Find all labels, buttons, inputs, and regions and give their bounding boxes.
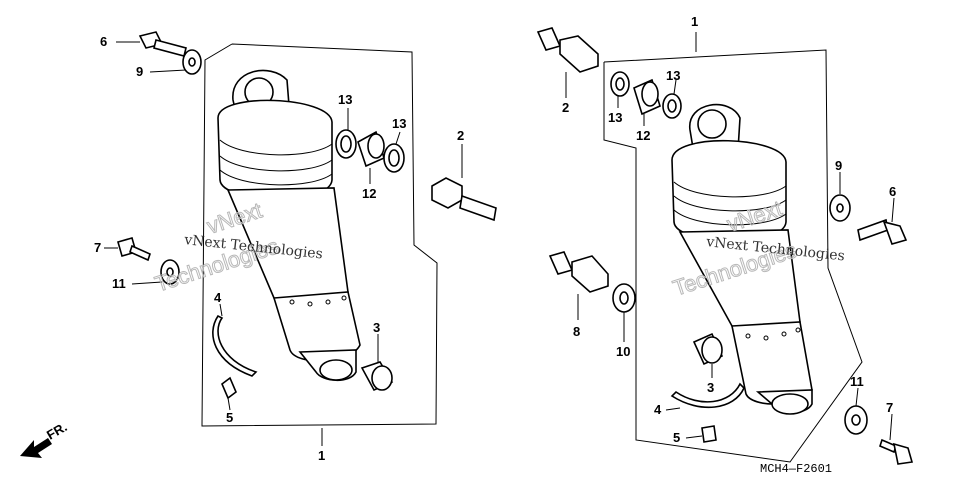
left-shock-absorber [217, 69, 361, 382]
left-collar-b [383, 143, 405, 173]
label-left-bushing: 3 [373, 320, 380, 335]
label-right-stud-lower: 8 [573, 324, 580, 339]
left-bolt-small [117, 237, 151, 262]
right-boundary [603, 49, 863, 463]
label-left-collar-b: 13 [392, 116, 406, 131]
label-right-bushing: 3 [707, 380, 714, 395]
left-washer-top [182, 49, 202, 75]
label-right-washer-top: 9 [835, 158, 842, 173]
label-right-collar-a: 13 [608, 110, 622, 125]
label-left-assembly: 1 [318, 448, 325, 463]
left-boundary [201, 43, 438, 427]
right-collar-b [662, 93, 682, 119]
right-washer-small [844, 405, 868, 435]
right-washer-lower [612, 283, 636, 313]
right-bearing [633, 78, 661, 116]
right-bushing [692, 332, 724, 366]
label-left-collar-a: 13 [338, 92, 352, 107]
label-left-bearing: 12 [362, 186, 376, 201]
label-right-bolt-small: 7 [886, 400, 893, 415]
arrow-left-icon [20, 438, 52, 458]
left-stud [431, 177, 497, 222]
right-assembly: 1 2 13 12 13 9 6 8 10 3 4 5 11 7 [536, 14, 914, 465]
right-clip [670, 382, 745, 409]
right-collar-a [610, 71, 630, 97]
diagram-code: MCH4—F2601 [760, 462, 832, 476]
right-stud-lower [548, 251, 609, 293]
left-bolt [138, 31, 187, 57]
label-left-tag: 5 [226, 410, 233, 425]
label-left-washer-small: 11 [112, 276, 126, 291]
left-collar-a [335, 129, 357, 159]
label-left-clip: 4 [214, 290, 222, 305]
right-tag [701, 425, 717, 443]
label-left-bolt: 6 [100, 34, 107, 49]
right-washer-top [829, 194, 851, 222]
left-washer-small [160, 259, 180, 285]
right-bolt [857, 218, 908, 245]
label-left-bolt-small: 7 [94, 240, 101, 255]
right-stud [536, 27, 599, 73]
label-right-tag: 5 [673, 430, 680, 445]
label-right-stud: 2 [562, 100, 569, 115]
right-bolt-small [879, 438, 914, 465]
front-direction-indicator: FR. [20, 419, 70, 458]
label-right-washer-small: 11 [850, 374, 864, 389]
label-right-bearing: 12 [636, 128, 650, 143]
left-tag [221, 376, 237, 400]
label-right-bolt: 6 [889, 184, 896, 199]
left-assembly: 6 9 7 11 13 12 13 2 4 5 3 1 [94, 31, 497, 463]
right-shock-absorber [671, 103, 813, 415]
label-left-stud: 2 [457, 128, 464, 143]
label-left-washer-top: 9 [136, 64, 143, 79]
label-right-collar-b: 13 [666, 68, 680, 83]
left-bushing [360, 361, 394, 392]
label-right-clip: 4 [654, 402, 662, 417]
label-right-washer-lower: 10 [616, 344, 630, 359]
label-right-assembly: 1 [691, 14, 698, 29]
left-bearing [357, 130, 385, 168]
left-clip [212, 314, 258, 377]
